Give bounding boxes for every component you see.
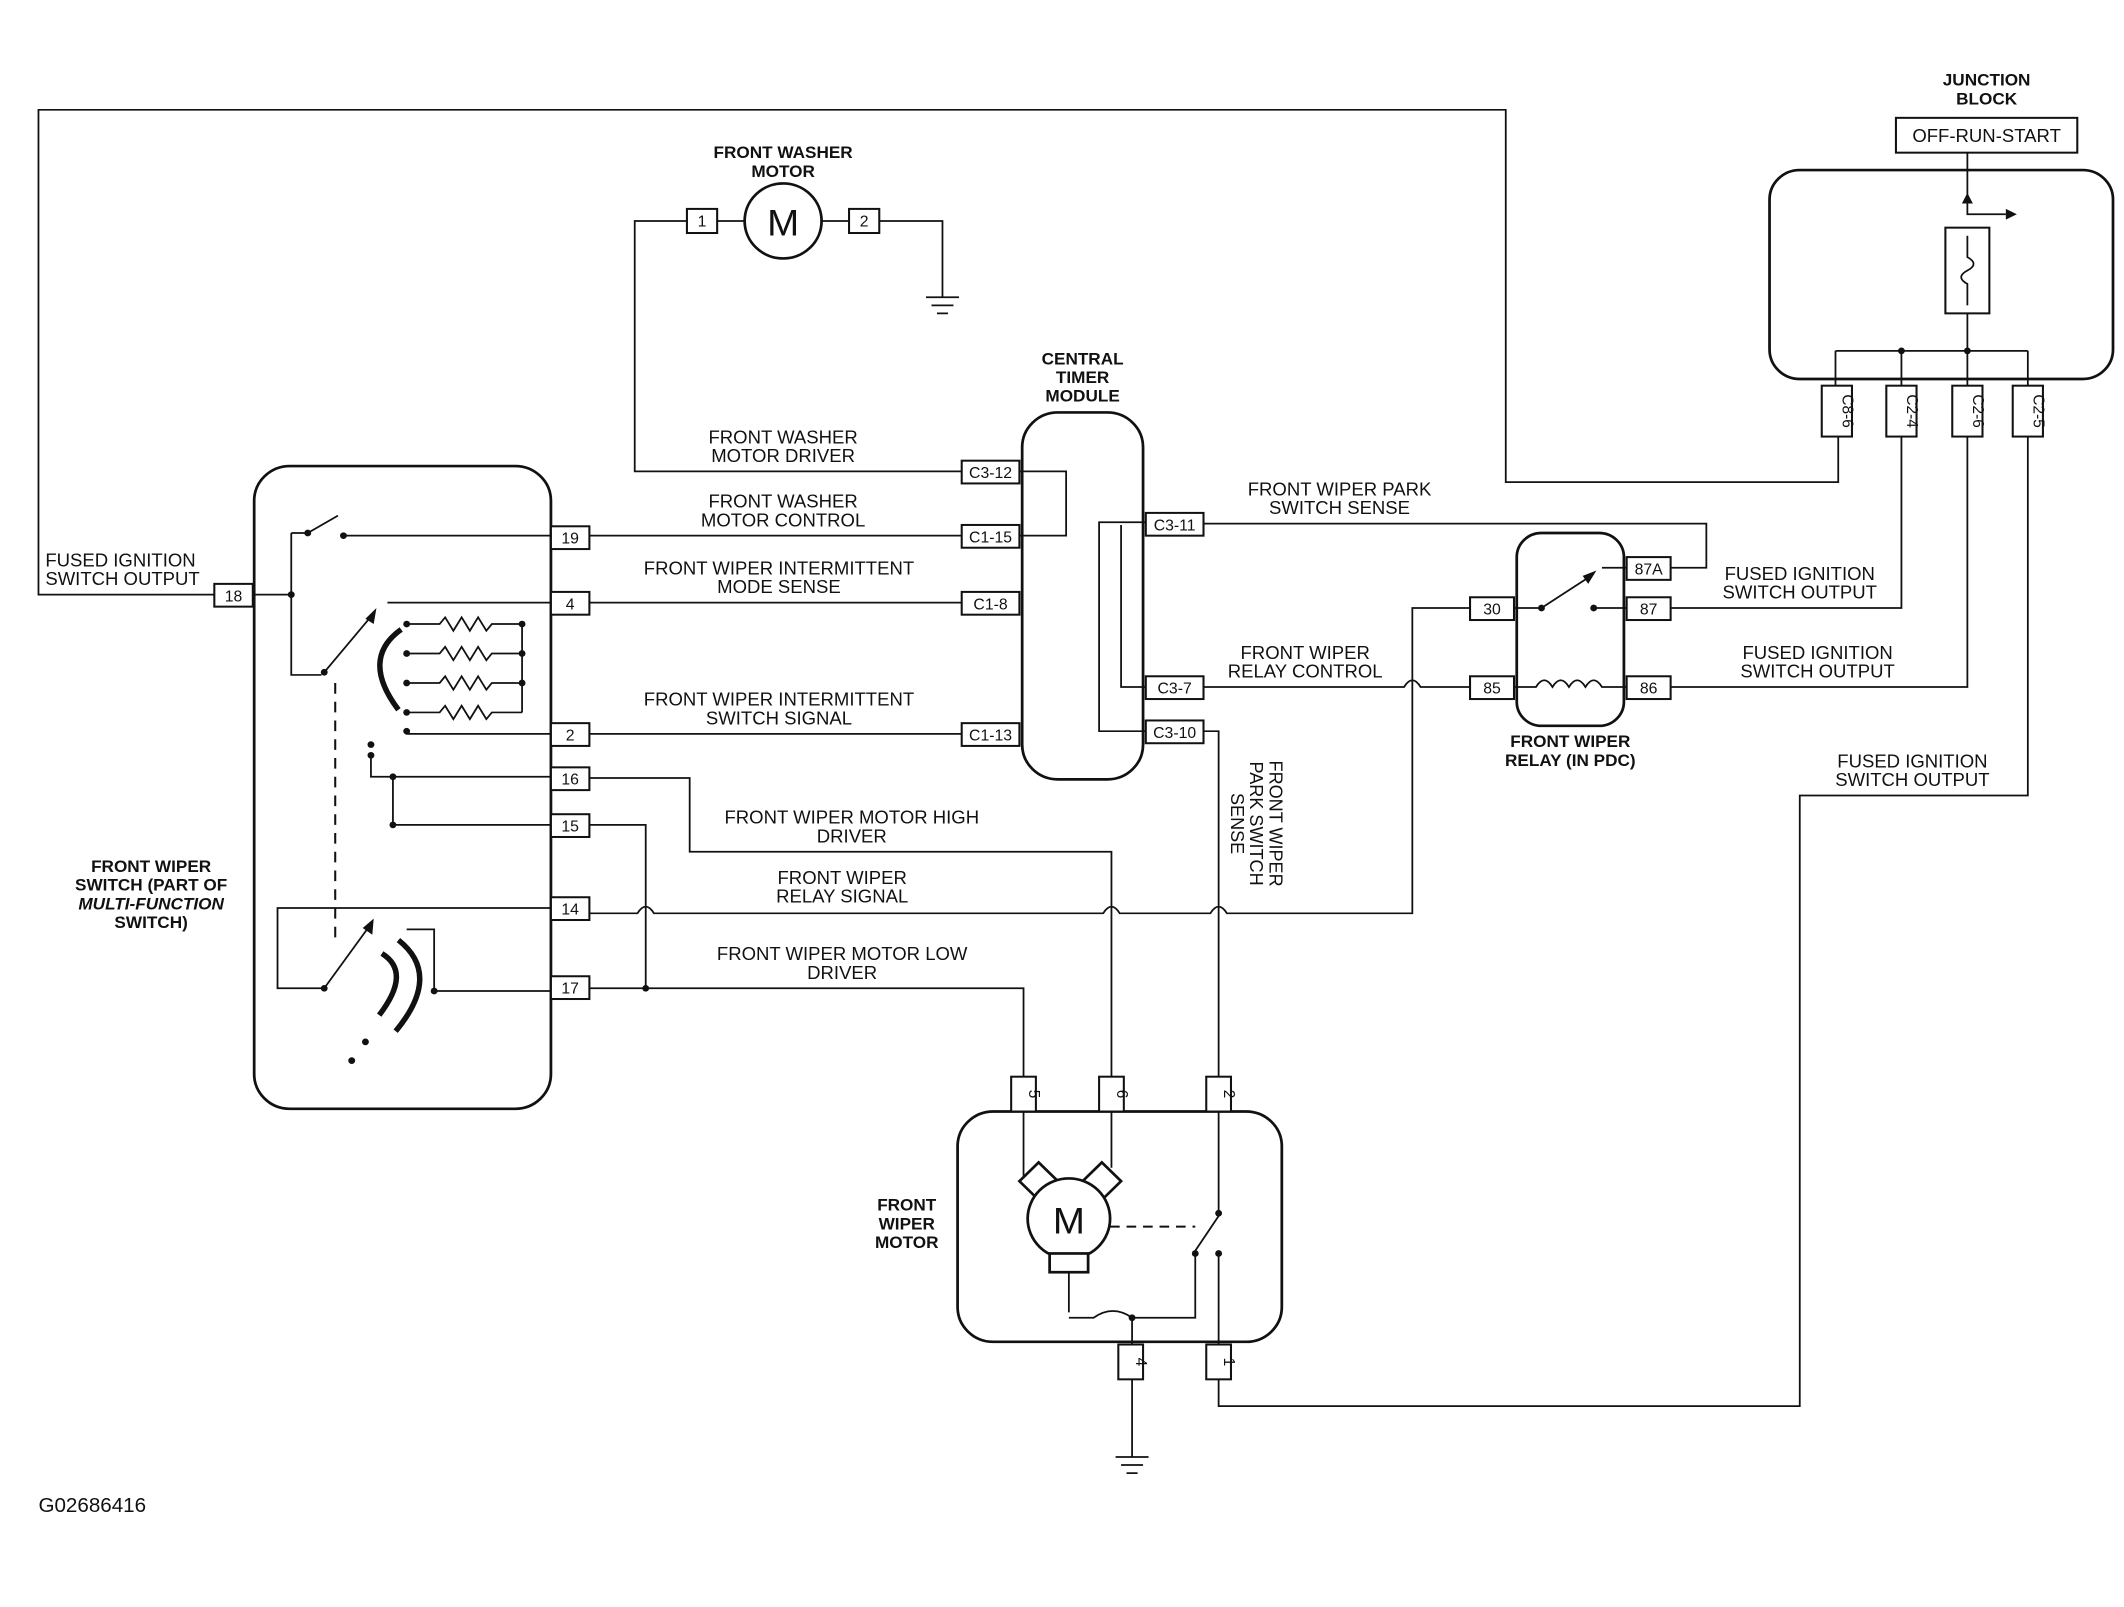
label-low-driver-1: FRONT WIPER MOTOR LOW: [717, 943, 968, 964]
label-fused-ign-left-1: FUSED IGNITION: [45, 550, 195, 571]
label-washer-control-1: FRONT WASHER: [708, 491, 857, 512]
relay-body: [1515, 531, 1626, 728]
label-fused-ign-86-2: SWITCH OUTPUT: [1740, 661, 1894, 682]
washer-motor-title-1: FRONT WASHER: [714, 143, 853, 162]
wiper-switch-title-3: MULTI-FUNCTION: [78, 894, 224, 913]
wiper-motor-title-1: FRONT: [877, 1196, 937, 1215]
pin-2: 2: [566, 728, 575, 745]
label-fused-ign-87-1: FUSED IGNITION: [1725, 563, 1875, 584]
label-intermittent-switch-2: SWITCH SIGNAL: [706, 708, 852, 729]
pin-c1-8: C1-8: [973, 596, 1007, 613]
pin-87a: 87A: [1635, 562, 1664, 579]
front-wiper-switch: FRONT WIPER SWITCH (PART OF MULTI-FUNCTI…: [75, 464, 591, 1111]
pin-c8-6: C8-6: [1838, 394, 1855, 427]
pin-85: 85: [1483, 681, 1501, 698]
ignition-switch-box: [1894, 116, 2079, 154]
pin-c3-12: C3-12: [969, 465, 1012, 482]
relay-title-2: RELAY (IN PDC): [1505, 751, 1636, 770]
pin-86: 86: [1640, 681, 1658, 698]
washer-motor-icon: [743, 182, 823, 260]
pin-c2-5: C2-5: [2029, 394, 2046, 428]
pin-16: 16: [561, 772, 579, 789]
pin-19: 19: [561, 531, 579, 548]
label-washer-driver-1: FRONT WASHER: [708, 426, 857, 447]
junction-block-title-2: BLOCK: [1956, 90, 2018, 109]
pin-motor-6: 6: [1113, 1090, 1130, 1099]
front-washer-motor: FRONT WASHER MOTOR 1 2 M: [685, 143, 959, 315]
label-park-sense-1: FRONT WIPER PARK: [1248, 479, 1432, 500]
ground-icon: [925, 296, 959, 315]
front-wiper-motor: FRONT WIPER MOTOR 5 6 2 4 1 M: [875, 1075, 1284, 1474]
front-wiper-relay: FRONT WIPER RELAY (IN PDC) 30 85 87A 87 …: [1469, 531, 1672, 770]
label-park-sense-2: SWITCH SENSE: [1269, 497, 1410, 518]
ignition-switch-label: OFF-RUN-START: [1912, 125, 2061, 146]
label-park-vertical-2: PARK SWITCH: [1246, 762, 1267, 886]
junction-block-body: [1768, 168, 2115, 381]
central-timer-module: CENTRAL TIMER MODULE C3-12 C1-15 C1-8 C1…: [960, 349, 1205, 781]
wiper-motor-symbol: M: [1053, 1201, 1085, 1242]
label-relay-control-2: RELAY CONTROL: [1228, 661, 1383, 682]
label-high-driver-1: FRONT WIPER MOTOR HIGH: [724, 807, 979, 828]
ctm-body: [1020, 411, 1145, 781]
wiper-switch-title-1: FRONT WIPER: [91, 857, 211, 876]
relay-coil-icon: [1514, 679, 1627, 689]
pin-c1-13: C1-13: [969, 728, 1012, 745]
pin-motor-4: 4: [1132, 1358, 1149, 1367]
figure-id: G02686416: [38, 1495, 146, 1517]
junction-block-title-1: JUNCTION: [1943, 71, 2031, 90]
label-relay-signal-1: FRONT WIPER: [777, 867, 906, 888]
ctm-title-2: TIMER: [1056, 368, 1109, 387]
wire-labels: FUSED IGNITION SWITCH OUTPUT FRONT WASHE…: [45, 426, 1989, 982]
wiper-switch-title-2: SWITCH (PART OF: [75, 876, 227, 895]
label-intermittent-mode-1: FRONT WIPER INTERMITTENT: [644, 558, 914, 579]
pin-87: 87: [1640, 602, 1658, 619]
label-intermittent-mode-2: MODE SENSE: [717, 576, 841, 597]
label-fused-ign-left-2: SWITCH OUTPUT: [45, 568, 199, 589]
label-washer-driver-2: MOTOR DRIVER: [711, 445, 855, 466]
pin-c3-10: C3-10: [1153, 725, 1196, 742]
wiper-motor-title-3: MOTOR: [875, 1233, 939, 1252]
pin-4: 4: [566, 596, 575, 613]
washer-motor-symbol: M: [767, 203, 799, 244]
pin-18: 18: [225, 588, 243, 605]
wiper-switch-title-4: SWITCH): [114, 913, 187, 932]
label-park-vertical-1: FRONT WIPER: [1265, 761, 1286, 887]
ctm-title-3: MODULE: [1045, 387, 1119, 406]
pin-c3-7: C3-7: [1158, 681, 1192, 698]
relay-title-1: FRONT WIPER: [1510, 732, 1630, 751]
pin-washer-2: 2: [860, 213, 869, 230]
label-fused-ign-right-2: SWITCH OUTPUT: [1835, 769, 1989, 790]
pin-17: 17: [561, 981, 579, 998]
pin-motor-5: 5: [1025, 1090, 1042, 1099]
label-park-vertical-3: SENSE: [1227, 793, 1248, 854]
wiper-switch-body: [252, 464, 553, 1111]
label-relay-signal-2: RELAY SIGNAL: [776, 886, 908, 907]
label-fused-ign-87-2: SWITCH OUTPUT: [1723, 582, 1877, 603]
junction-block: JUNCTION BLOCK OFF-RUN-START C8-6 C2-4 C…: [1768, 71, 2115, 438]
pin-washer-1: 1: [698, 213, 707, 230]
label-intermittent-switch-1: FRONT WIPER INTERMITTENT: [644, 689, 914, 710]
pin-c1-15: C1-15: [969, 530, 1012, 547]
pin-c3-11: C3-11: [1154, 517, 1196, 534]
pin-c2-4: C2-4: [1903, 394, 1920, 428]
label-fused-ign-86-1: FUSED IGNITION: [1742, 642, 1892, 663]
washer-motor-title-2: MOTOR: [751, 162, 815, 181]
label-low-driver-2: DRIVER: [807, 962, 877, 983]
label-relay-control-1: FRONT WIPER: [1240, 642, 1369, 663]
pin-motor-2: 2: [1220, 1090, 1237, 1099]
pin-30: 30: [1483, 602, 1501, 619]
pin-c2-6: C2-6: [1969, 394, 1986, 427]
pin-14: 14: [561, 902, 579, 919]
label-washer-control-2: MOTOR CONTROL: [701, 510, 865, 531]
label-fused-ign-right-1: FUSED IGNITION: [1837, 751, 1987, 772]
pin-15: 15: [561, 819, 579, 836]
wiper-motor-title-2: WIPER: [879, 1215, 935, 1234]
motor-ground-icon: [1115, 1456, 1149, 1474]
pin-motor-1: 1: [1220, 1358, 1237, 1367]
label-high-driver-2: DRIVER: [817, 826, 887, 847]
wires: [37, 108, 2029, 1407]
ctm-title-1: CENTRAL: [1042, 349, 1124, 368]
